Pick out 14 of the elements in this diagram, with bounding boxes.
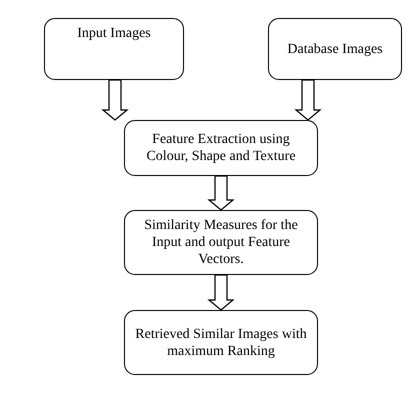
block-arrow xyxy=(207,175,235,211)
process-box xyxy=(44,18,184,80)
box-label: Similarity Measures for the Input and output Feature Vectors. xyxy=(143,217,299,268)
block-arrow xyxy=(101,79,129,121)
box-label: Retrieved Similar Images with maximum Ranking xyxy=(134,326,308,360)
box-label: Database Images xyxy=(287,40,383,58)
process-box xyxy=(124,310,318,375)
process-box xyxy=(268,18,402,80)
block-arrow xyxy=(294,79,322,121)
block-arrow xyxy=(207,274,235,311)
process-box xyxy=(124,210,318,275)
box-label: Input Images xyxy=(77,25,151,42)
box-label: Feature Extraction using Colour, Shape and Texture xyxy=(145,131,297,165)
process-box xyxy=(124,120,318,176)
